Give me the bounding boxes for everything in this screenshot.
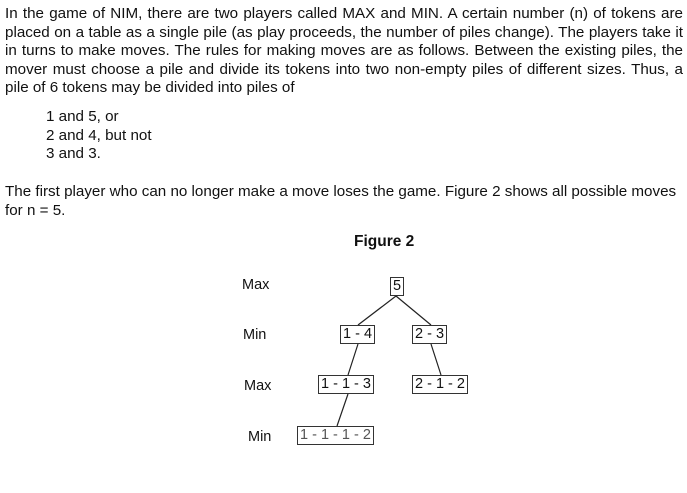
edge-root-to-b	[395, 295, 432, 326]
edge-a-to-c	[347, 343, 359, 376]
level-label-max: Max	[244, 378, 272, 394]
level-label-min: Min	[248, 429, 272, 445]
node-root: 5	[390, 277, 405, 296]
node-split-2-3: 2 - 3	[412, 325, 448, 344]
option-3: 3 and 3.	[46, 145, 101, 163]
figure-title: Figure 2	[354, 233, 415, 250]
level-label-max: Max	[242, 277, 270, 293]
split-options-list: 1 and 5, or 2 and 4, but not 3 and 3.	[46, 108, 152, 164]
edge-root-to-a	[357, 295, 397, 326]
node-split-2-1-2: 2 - 1 - 2	[412, 375, 468, 394]
node-split-1-1-3: 1 - 1 - 3	[318, 375, 374, 394]
intro-paragraph: In the game of NIM, there are two player…	[5, 5, 683, 96]
rule-paragraph: The first player who can no longer make …	[5, 183, 677, 219]
level-label-min: Min	[243, 327, 267, 343]
edge-b-to-d	[430, 343, 442, 376]
option-1: 1 and 5, or	[46, 108, 119, 125]
node-split-1-4: 1 - 4	[340, 325, 376, 344]
node-split-1-1-1-2: 1 - 1 - 1 - 2	[297, 426, 374, 445]
edge-c-to-e	[336, 393, 349, 427]
option-2: 2 and 4, but not	[46, 126, 152, 144]
